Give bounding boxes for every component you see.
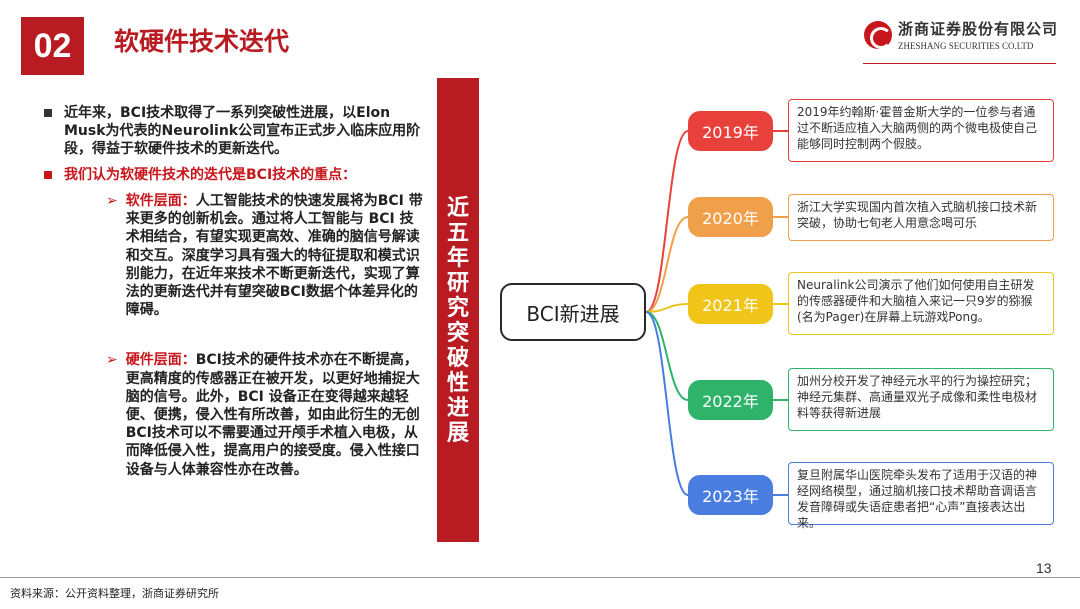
vband-char: 究 — [446, 296, 469, 321]
event-desc-2021: Neuralink公司演示了他们如何使用自主研发的传感器硬件和大脑植入来记一只9… — [788, 272, 1054, 335]
logo-english-name: ZHESHANG SECURITIES CO.LTD — [898, 41, 1034, 51]
year-node-2019: 2019年 — [688, 111, 773, 151]
logo-mark-icon — [864, 20, 892, 49]
event-desc-2019: 2019年约翰斯·霍普金斯大学的一位参与者通过不断适应植入大脑两侧的两个微电极使… — [788, 99, 1054, 162]
vband-char: 五 — [446, 221, 469, 246]
software-heading: 软件层面： — [125, 193, 196, 209]
bullet-square-icon — [44, 109, 52, 117]
year-node-2023: 2023年 — [688, 475, 773, 515]
vband-char: 突 — [446, 321, 469, 346]
software-text: 人工智能技术的快速发展将为BCI 带来更多的创新机会。通过将人工智能与 BCI … — [125, 193, 423, 319]
arrow-bullet-icon: ➢ — [106, 193, 118, 209]
hardware-item: ➢ 硬件层面：BCI技术的硬件技术亦在不断提高，更高精度的传感器正在被开发，以更… — [106, 351, 424, 478]
arrow-bullet-icon: ➢ — [106, 352, 118, 369]
vband-char: 破 — [446, 346, 469, 371]
vertical-title-band: 近 五 年 研 究 突 破 性 进 展 — [437, 78, 479, 542]
software-item: ➢ 软件层面：人工智能技术的快速发展将为BCI 带来更多的创新机会。通过将人工智… — [106, 192, 424, 319]
section-number-badge: 02 — [21, 17, 84, 75]
hardware-text: BCI技术的硬件技术亦在不断提高，更高精度的传感器正在被开发，以更好地捕捉大脑的… — [125, 352, 420, 478]
page-number: 13 — [1036, 560, 1052, 576]
event-desc-2023: 复旦附属华山医院牵头发布了适用于汉语的神经网络模型，通过脑机接口技术帮助音调语言… — [788, 462, 1054, 530]
vband-char: 进 — [446, 396, 469, 421]
bullet-square-icon — [44, 171, 52, 179]
vband-char: 近 — [446, 196, 469, 221]
event-desc-2020: 浙江大学实现国内首次植入式脑机接口技术新突破，协助七旬老人用意念喝可乐 — [788, 194, 1054, 241]
vband-char: 性 — [446, 371, 469, 396]
hardware-heading: 硬件层面： — [125, 352, 196, 369]
intro-text: 近年来，BCI技术取得了一系列突破性进展，以Elon Musk为代表的Neuro… — [64, 105, 421, 157]
page-title: 软硬件技术迭代 — [114, 27, 290, 56]
year-node-2022: 2022年 — [688, 380, 773, 420]
footer-divider — [0, 577, 1080, 578]
connector-2019 — [645, 130, 689, 313]
connector-2022 — [645, 311, 689, 401]
mindmap-center-node: BCI新进展 — [500, 283, 646, 341]
connector-2023 — [645, 311, 689, 496]
event-desc-2022: 加州分校开发了神经元水平的行为操控研究；神经元集群、高通量双光子成像和柔性电极材… — [788, 368, 1054, 431]
key-point-text: 我们认为软硬件技术的迭代是BCI技术的重点： — [64, 167, 357, 183]
source-note: 资料来源：公开资料整理，浙商证券研究所 — [10, 587, 219, 600]
key-point-paragraph: 我们认为软硬件技术的迭代是BCI技术的重点： — [44, 166, 424, 184]
year-node-2020: 2020年 — [688, 197, 773, 237]
vband-char: 年 — [446, 246, 469, 271]
vband-char: 展 — [446, 421, 469, 446]
year-node-2021: 2021年 — [688, 284, 773, 324]
vband-char: 研 — [446, 271, 469, 296]
connector-2021 — [645, 303, 689, 313]
intro-paragraph: 近年来，BCI技术取得了一系列突破性进展，以Elon Musk为代表的Neuro… — [44, 104, 424, 158]
header-divider — [863, 63, 1056, 64]
logo-chinese-name: 浙商证券股份有限公司 — [898, 20, 1059, 38]
connector-2020 — [645, 216, 689, 313]
left-content: 近年来，BCI技术取得了一系列突破性进展，以Elon Musk为代表的Neuro… — [44, 104, 424, 479]
company-logo: 浙商证券股份有限公司 ZHESHANG SECURITIES CO.LTD — [864, 18, 1058, 51]
